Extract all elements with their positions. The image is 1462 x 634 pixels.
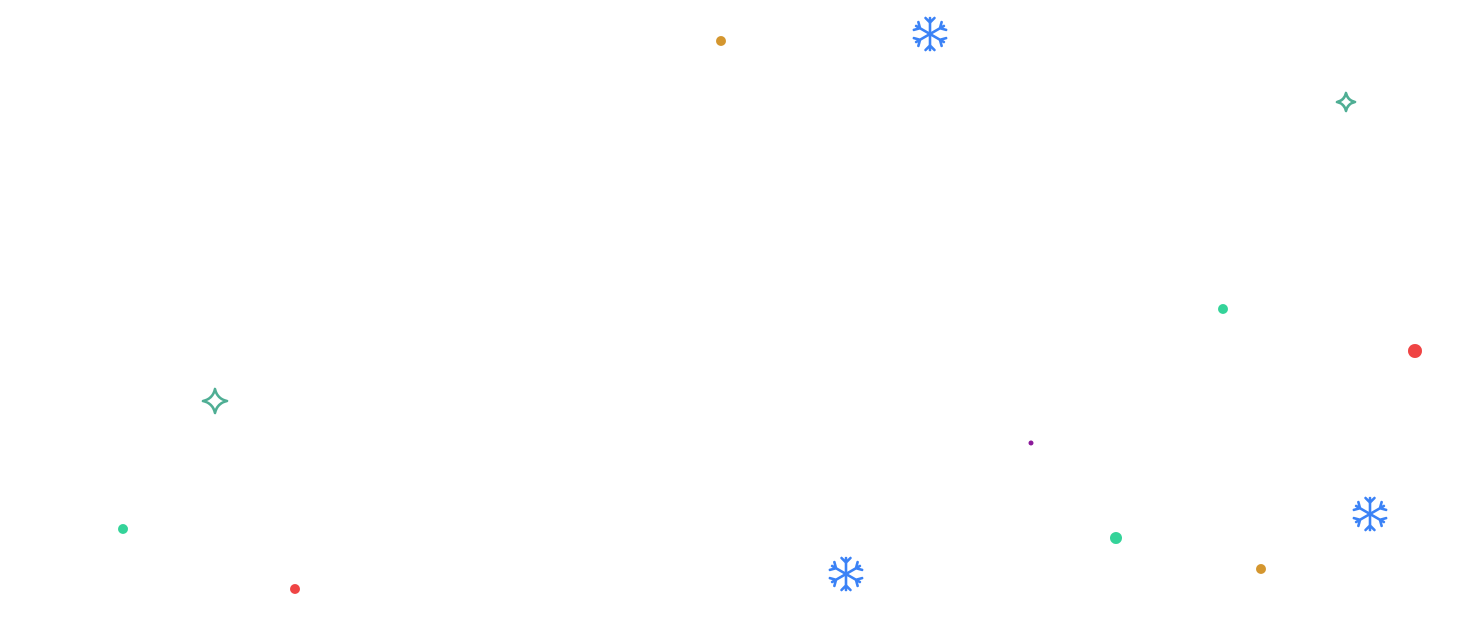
dot-icon (716, 36, 726, 46)
dot-icon (118, 524, 128, 534)
snowflake-icon (912, 16, 948, 52)
sparkle-icon (1335, 91, 1357, 113)
dot-icon (1028, 440, 1034, 446)
dot-icon (1218, 304, 1228, 314)
dot-icon (1110, 532, 1122, 544)
dot-icon (1408, 344, 1422, 358)
sparkle-icon (201, 387, 229, 415)
dot-icon (1256, 564, 1266, 574)
dot-icon (290, 584, 300, 594)
snowflake-icon (828, 556, 864, 592)
snowflake-icon (1352, 496, 1388, 532)
